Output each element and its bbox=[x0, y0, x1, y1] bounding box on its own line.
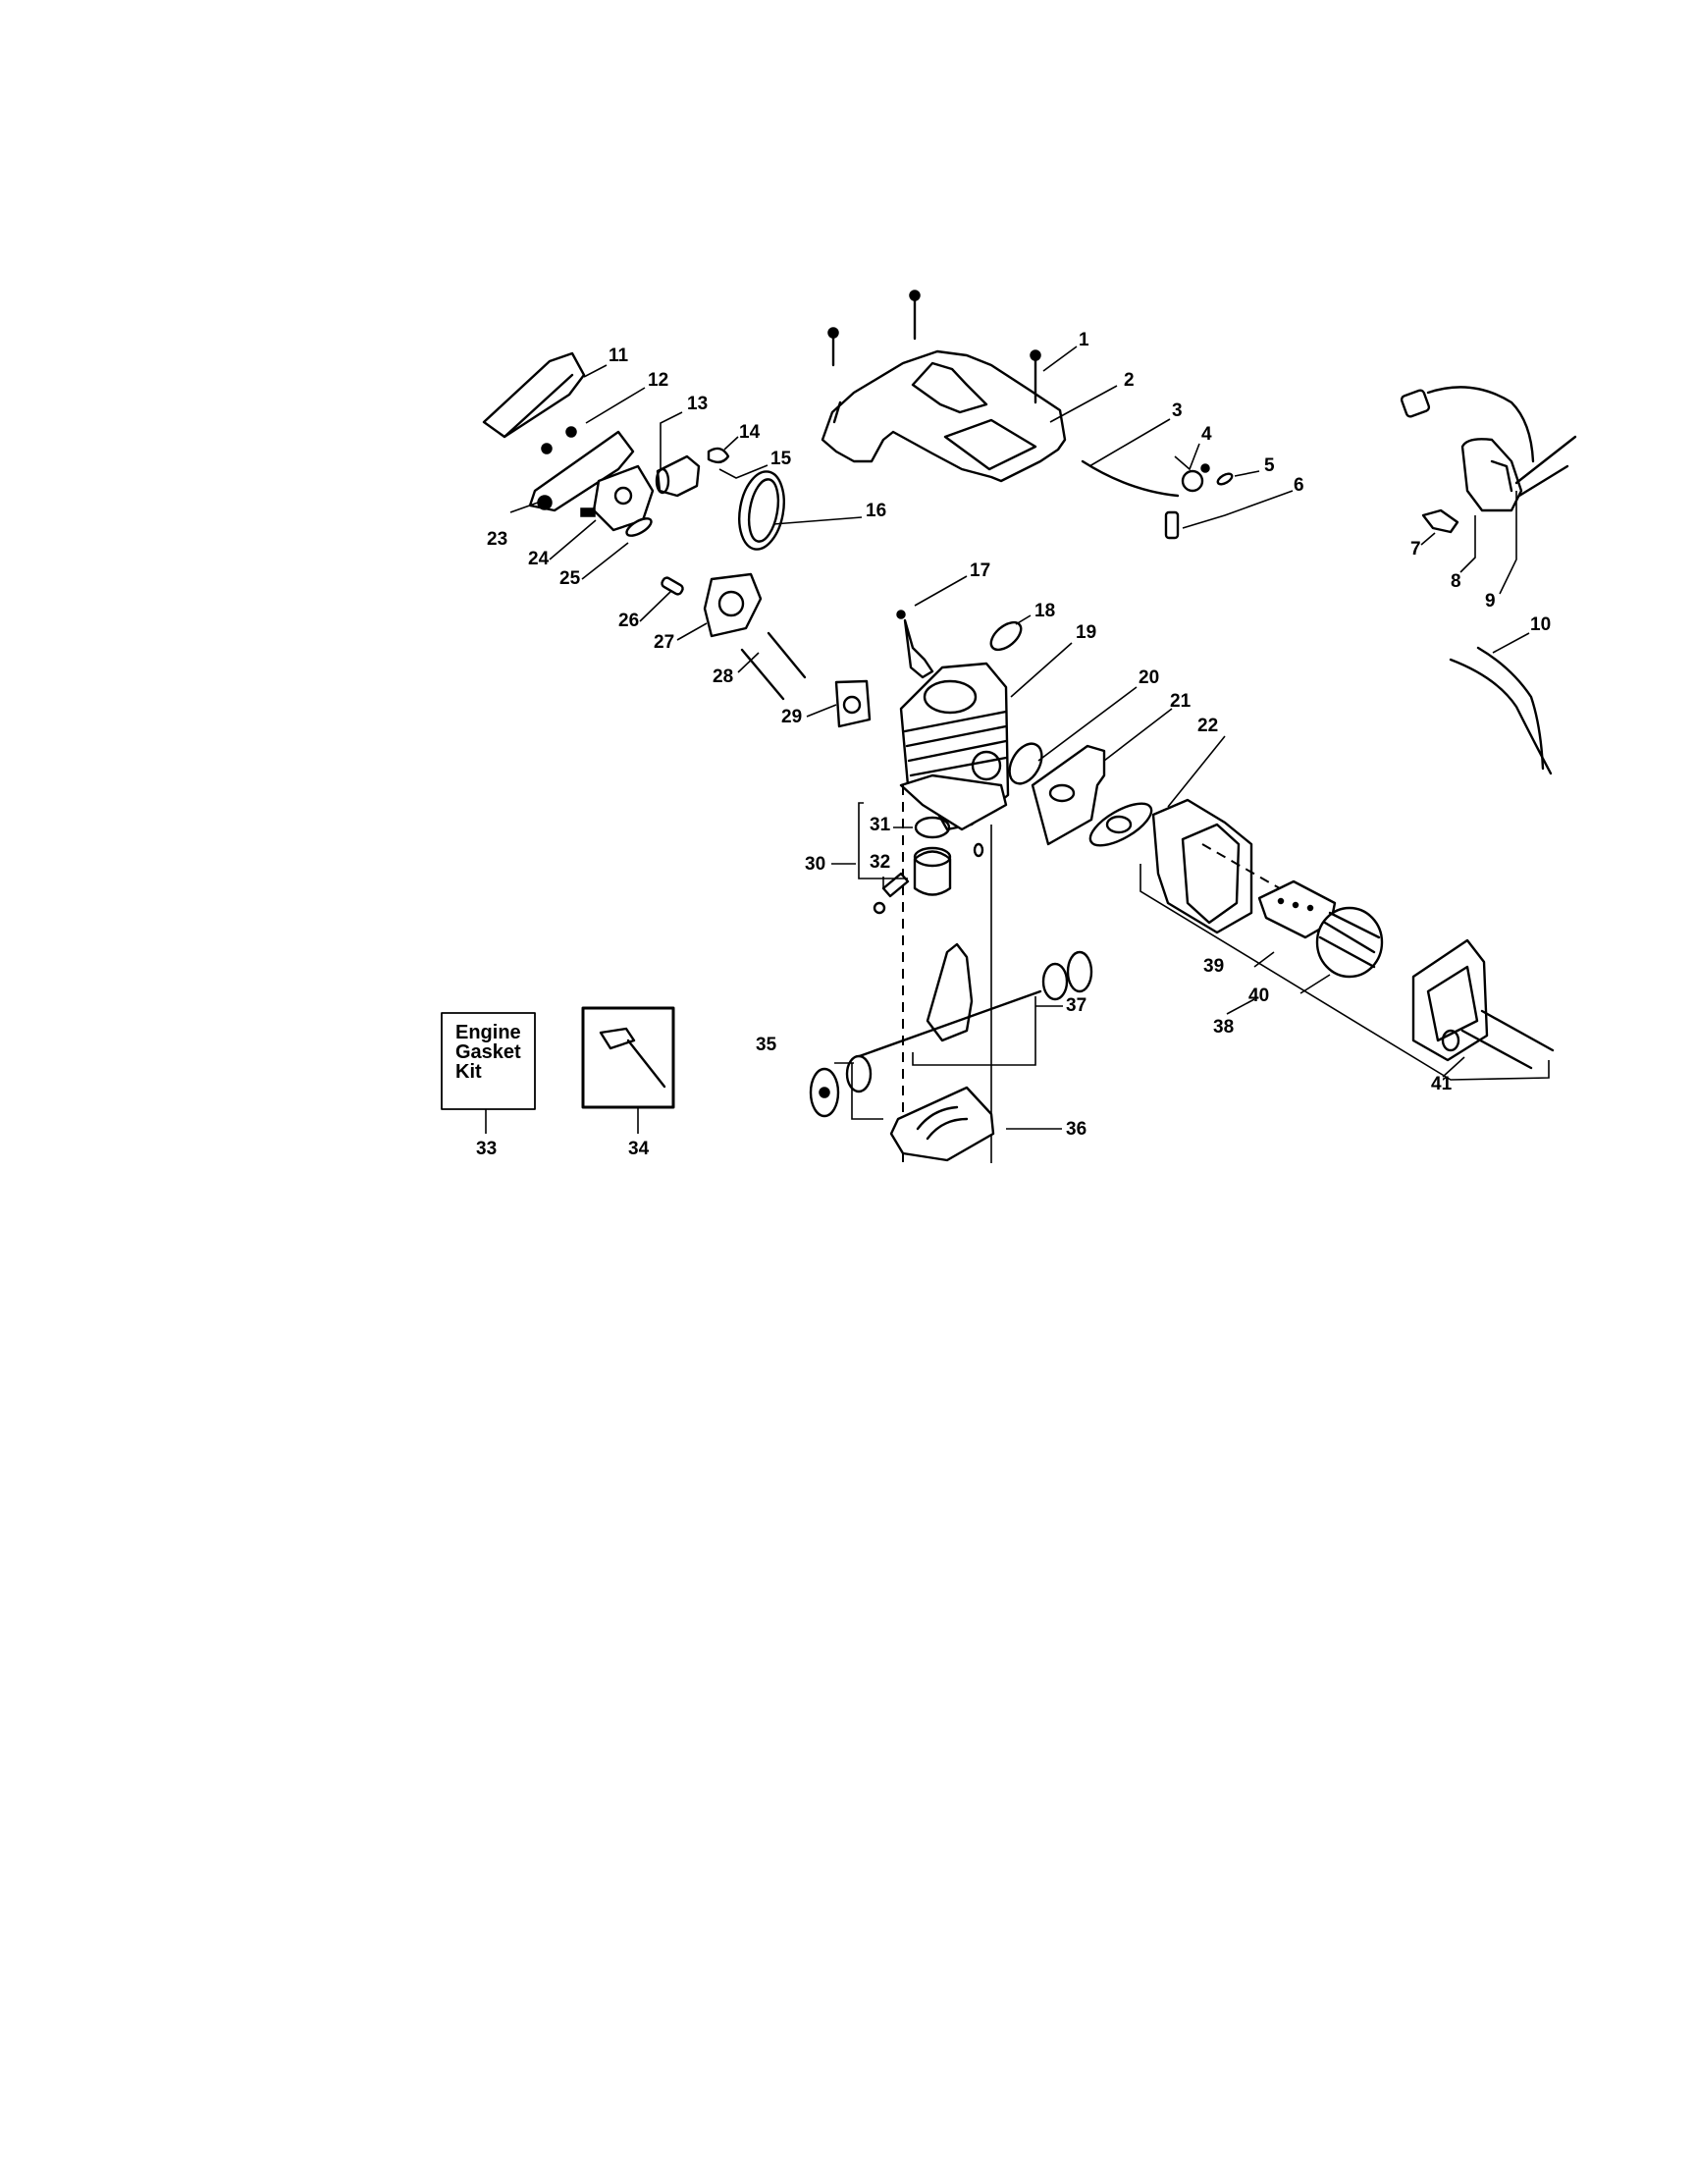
callout-19: 19 bbox=[1076, 622, 1096, 643]
crankshaft-part-37 bbox=[852, 942, 1093, 1060]
filter-cover-part-11 bbox=[482, 351, 586, 439]
kit-line-1: Engine bbox=[455, 1022, 521, 1043]
kit-line-3: Kit bbox=[455, 1061, 482, 1083]
part-26 bbox=[661, 576, 684, 596]
callout-11: 11 bbox=[609, 346, 629, 366]
callout-8: 8 bbox=[1451, 571, 1461, 592]
callout-17: 17 bbox=[970, 560, 990, 581]
callout-39: 39 bbox=[1203, 956, 1224, 977]
bolts-part-41 bbox=[1460, 1009, 1555, 1070]
callout-38: 38 bbox=[1213, 1017, 1234, 1038]
callout-5: 5 bbox=[1264, 455, 1275, 476]
intake-flange-part-27 bbox=[703, 572, 763, 638]
callout-33: 33 bbox=[476, 1139, 497, 1159]
callout-7: 7 bbox=[1410, 539, 1421, 559]
intake-part-13 bbox=[655, 454, 701, 498]
callout-26: 26 bbox=[618, 611, 639, 631]
callout-31: 31 bbox=[870, 815, 891, 835]
callout-10: 10 bbox=[1530, 614, 1551, 635]
callout-14: 14 bbox=[739, 422, 761, 443]
callout-18: 18 bbox=[1034, 601, 1055, 621]
crankcase-part-36 bbox=[889, 1086, 995, 1162]
callout-22: 22 bbox=[1197, 716, 1218, 736]
callout-29: 29 bbox=[781, 707, 802, 727]
piston-ring-part-31 bbox=[914, 816, 951, 839]
kit-line-2: Gasket bbox=[455, 1041, 521, 1063]
piston-part-30 bbox=[913, 846, 952, 896]
callout-24: 24 bbox=[528, 549, 550, 569]
callout-21: 21 bbox=[1170, 691, 1192, 712]
callout-41: 41 bbox=[1431, 1074, 1453, 1094]
bearings-part-35 bbox=[809, 1054, 873, 1118]
callout-labels: 1 2 3 4 5 6 7 8 9 10 11 12 13 14 15 16 1… bbox=[476, 330, 1551, 1159]
fuel-filter-part-6 bbox=[1164, 510, 1180, 540]
screw-part-1 bbox=[827, 290, 1041, 404]
gasket-part-29 bbox=[834, 679, 872, 728]
wire-part-10 bbox=[1449, 646, 1553, 775]
screws-part-9 bbox=[1514, 435, 1577, 498]
callout-2: 2 bbox=[1124, 370, 1135, 391]
screen-part-40 bbox=[1315, 906, 1384, 979]
clip-part-14-15 bbox=[707, 447, 730, 464]
ignition-coil-part-8 bbox=[1400, 386, 1535, 512]
callout-23: 23 bbox=[487, 529, 507, 550]
callout-9: 9 bbox=[1485, 591, 1496, 612]
engine-gasket-kit-box-part-33: Engine Gasket Kit bbox=[441, 1012, 536, 1134]
callout-36: 36 bbox=[1066, 1119, 1086, 1140]
callout-32: 32 bbox=[870, 852, 890, 873]
callout-12: 12 bbox=[648, 370, 668, 391]
callout-13: 13 bbox=[687, 394, 708, 414]
callout-40: 40 bbox=[1248, 985, 1269, 1006]
callout-15: 15 bbox=[770, 449, 792, 469]
callout-25: 25 bbox=[559, 568, 581, 589]
top-cover-part-2 bbox=[821, 349, 1067, 483]
callout-3: 3 bbox=[1172, 400, 1183, 421]
plug-part-5 bbox=[1216, 472, 1234, 486]
callout-20: 20 bbox=[1139, 667, 1159, 688]
fuel-hose-part-3 bbox=[1081, 459, 1180, 498]
callout-37: 37 bbox=[1066, 995, 1086, 1016]
wrist-pin-part-32 bbox=[881, 872, 910, 898]
muffler-body-part-38 bbox=[1151, 798, 1306, 934]
leader-lines bbox=[509, 346, 1550, 1130]
tool-box-part-34 bbox=[581, 1006, 675, 1134]
callout-16: 16 bbox=[866, 501, 886, 521]
bracket-part-7 bbox=[1421, 508, 1459, 534]
ring-part-16 bbox=[738, 470, 785, 551]
plate-part-21 bbox=[1031, 744, 1106, 846]
bolt-part-28 bbox=[740, 648, 785, 701]
boot-part-18 bbox=[989, 620, 1023, 652]
spark-plug-part-17 bbox=[896, 610, 934, 679]
muffler-cover-part-38 bbox=[1411, 938, 1489, 1062]
callout-35: 35 bbox=[756, 1035, 777, 1055]
gasket-part-25 bbox=[625, 517, 653, 537]
callout-34: 34 bbox=[628, 1139, 650, 1159]
callout-6: 6 bbox=[1294, 475, 1304, 496]
callout-27: 27 bbox=[654, 632, 674, 653]
callout-4: 4 bbox=[1201, 424, 1212, 445]
callout-1: 1 bbox=[1079, 330, 1089, 350]
gasket-part-22 bbox=[1088, 802, 1153, 847]
callout-28: 28 bbox=[713, 666, 733, 687]
valve-part-4 bbox=[1181, 463, 1210, 493]
callout-30: 30 bbox=[805, 854, 825, 875]
cylinder-part-19 bbox=[899, 662, 1010, 831]
spacer-part-20 bbox=[1008, 742, 1043, 785]
